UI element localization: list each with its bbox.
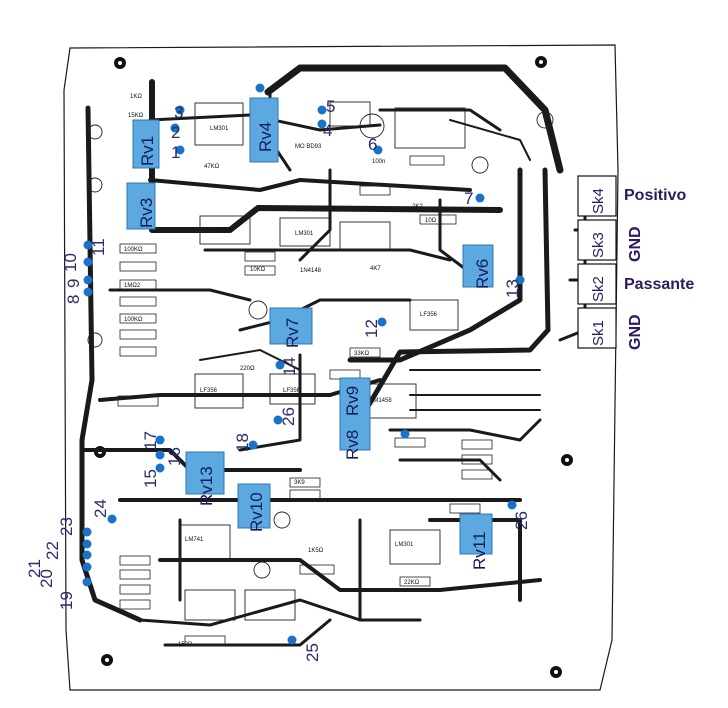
- tp-15: 15: [141, 469, 160, 488]
- trimmer-rv3-label: Rv3: [137, 198, 156, 228]
- trimmer-rv1-label: Rv1: [138, 136, 157, 166]
- tp-2: 2: [171, 123, 180, 142]
- tp-1: 1: [171, 143, 180, 162]
- connector-block: Sk4 Sk3 Sk2 Sk1 Positivo GND Passante GN…: [577, 175, 694, 350]
- trimmer-rv10-label: Rv10: [247, 492, 266, 532]
- component-outlines: [87, 101, 554, 621]
- trimmer-rv13: Rv13: [185, 451, 225, 506]
- tp-5: 5: [326, 97, 335, 116]
- tp-23: 23: [57, 517, 76, 536]
- trimmer-rv6-label: Rv6: [473, 259, 492, 289]
- ic-label: LM301: [295, 231, 314, 237]
- part-label: 3K9: [294, 480, 305, 486]
- part-label: 150P: [178, 642, 192, 648]
- tp-8: 8: [64, 295, 83, 304]
- part-label: 10KΩ: [250, 267, 266, 273]
- tp-14: 14: [280, 357, 299, 376]
- part-label: MO BD93: [295, 144, 322, 150]
- connector-sk1-signal: GND: [627, 314, 644, 350]
- tp-13: 13: [503, 279, 522, 298]
- ic-label: LF356: [283, 388, 301, 394]
- trimmer-rv8-label: Rv8: [343, 430, 362, 460]
- connector-sk4-signal: Positivo: [624, 187, 686, 204]
- connector-sk3-signal: GND: [627, 226, 644, 262]
- resistor-outlines: [117, 155, 493, 646]
- trimmer-rv7: Rv7: [269, 307, 313, 348]
- tp-21: 21: [25, 559, 44, 578]
- trimmer-rv13-label: Rv13: [197, 466, 216, 506]
- ic-label: LF356: [200, 388, 218, 394]
- part-label: 22KΩ: [404, 580, 420, 586]
- trimmer-rv3: Rv3: [126, 182, 156, 230]
- test-point-dots: [82, 83, 525, 645]
- ic-label: LF356: [215, 228, 233, 234]
- trimmer-rv8-rv9: Rv8 Rv9: [339, 377, 371, 460]
- trimmer-rv7-label: Rv7: [283, 318, 302, 348]
- trimmer-rv4: Rv4: [249, 97, 279, 163]
- tp-17: 17: [141, 431, 160, 450]
- component-labels: LM301 LF356 LF356 LM1458 LM741 LM301 LF3…: [124, 94, 438, 648]
- trimmer-rv9-label: Rv9: [343, 386, 362, 416]
- trimmer-rv11-label: Rv11: [470, 532, 489, 570]
- connector-sk1-label: Sk1: [590, 320, 607, 346]
- tp-6: 6: [368, 135, 377, 154]
- tp-7: 7: [464, 189, 473, 208]
- tp-22: 22: [43, 541, 62, 560]
- part-label: 100KΩ: [124, 247, 143, 253]
- connector-sk4-label: Sk4: [590, 188, 607, 214]
- part-label: 1KΩ: [130, 94, 142, 100]
- part-label: 100KΩ: [124, 317, 143, 323]
- test-point-numbers: 1 2 3 4 5 6 7 8 9 10 11 12 13 14 15 16 1…: [25, 97, 531, 662]
- trimmer-rv10: Rv10: [237, 483, 271, 532]
- tp-25: 25: [303, 643, 322, 662]
- tp-11: 11: [89, 238, 108, 256]
- ic-label: LM1458: [370, 398, 392, 404]
- part-label: 33KΩ: [354, 351, 370, 357]
- tp-3: 3: [174, 103, 183, 122]
- part-label: 220Ω: [240, 366, 255, 372]
- ic-label: LM301: [210, 126, 229, 132]
- part-label: 1K5Ω: [308, 548, 324, 554]
- trimmers: Rv1 Rv3 Rv4 Rv6 Rv7 Rv8 Rv9 Rv10: [126, 97, 494, 570]
- tp-12: 12: [362, 319, 381, 338]
- tp-10: 10: [61, 253, 80, 272]
- part-label: 4K7: [370, 266, 381, 272]
- trimmer-rv4-label: Rv4: [256, 122, 275, 152]
- part-label: 1N4148: [300, 268, 322, 274]
- ic-label: LM301: [395, 542, 414, 548]
- tp-4: 4: [323, 121, 332, 140]
- part-label: 10Ω: [425, 218, 437, 224]
- part-label: 2K2: [412, 204, 423, 210]
- tp-26-b: 26: [512, 511, 531, 530]
- ic-label: LF356: [420, 312, 438, 318]
- part-label: 100n: [372, 159, 385, 165]
- trimmer-rv6: Rv6: [462, 244, 494, 289]
- connector-sk2-signal: Passante: [624, 276, 694, 293]
- part-label: 1MΩ2: [124, 283, 141, 289]
- part-label: 15KΩ: [128, 113, 144, 119]
- trimmer-rv1: Rv1: [132, 119, 160, 169]
- tp-9: 9: [64, 279, 83, 288]
- tp-20: 20: [37, 569, 56, 588]
- tp-18: 18: [233, 433, 252, 452]
- connector-sk2-label: Sk2: [590, 276, 607, 302]
- tp-19: 19: [57, 591, 76, 610]
- tp-24: 24: [91, 499, 110, 518]
- ic-label: LM741: [185, 537, 204, 543]
- part-label: 47KΩ: [204, 164, 220, 170]
- connector-sk3-label: Sk3: [590, 232, 607, 258]
- tp-26-a: 26: [279, 407, 298, 426]
- tp-16: 16: [165, 447, 184, 466]
- trimmer-rv11: Rv11: [459, 513, 493, 570]
